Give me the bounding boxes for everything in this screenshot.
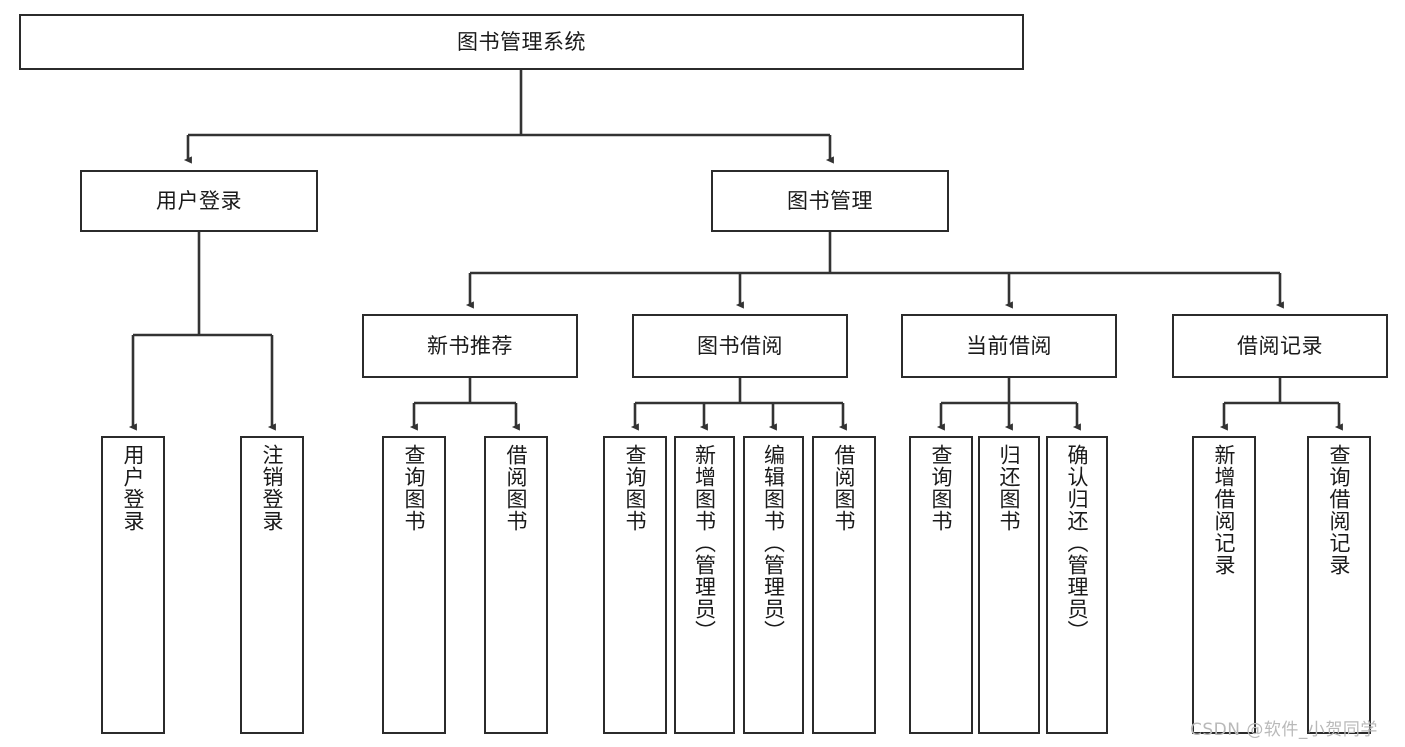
- node-label: 新增借阅记录: [1212, 444, 1237, 576]
- node-label: 新书推荐: [427, 333, 513, 358]
- leaf-borrow-edit-book[interactable]: 编辑图书（管理员）: [743, 436, 804, 734]
- node-label: 图书管理: [787, 188, 873, 213]
- node-label: 用户登录: [121, 444, 146, 532]
- node-book-borrow[interactable]: 图书借阅: [632, 314, 848, 378]
- node-label: 用户登录: [156, 188, 242, 213]
- leaf-current-query-book[interactable]: 查询图书: [909, 436, 973, 734]
- leaf-user-logout[interactable]: 注销登录: [240, 436, 304, 734]
- leaf-record-add[interactable]: 新增借阅记录: [1192, 436, 1256, 734]
- node-label: 确认归还（管理员）: [1065, 444, 1090, 642]
- node-label: 当前借阅: [966, 333, 1052, 358]
- leaf-borrow-query-book[interactable]: 查询图书: [603, 436, 667, 734]
- node-root-book-management-system[interactable]: 图书管理系统: [19, 14, 1024, 70]
- leaf-borrow-add-book[interactable]: 新增图书（管理员）: [674, 436, 735, 734]
- node-label: 借阅图书: [832, 444, 857, 532]
- node-label: 归还图书: [997, 444, 1022, 532]
- node-label: 查询借阅记录: [1327, 444, 1352, 576]
- node-label: 借阅记录: [1237, 333, 1323, 358]
- leaf-user-login-do[interactable]: 用户登录: [101, 436, 165, 734]
- leaf-current-confirm-return[interactable]: 确认归还（管理员）: [1046, 436, 1108, 734]
- node-label: 注销登录: [260, 444, 285, 532]
- leaf-borrow-borrow-book[interactable]: 借阅图书: [812, 436, 876, 734]
- leaf-recommend-query-book[interactable]: 查询图书: [382, 436, 446, 734]
- node-label: 借阅图书: [504, 444, 529, 532]
- leaf-record-query[interactable]: 查询借阅记录: [1307, 436, 1371, 734]
- node-label: 编辑图书（管理员）: [761, 444, 786, 642]
- node-label: 新增图书（管理员）: [692, 444, 717, 642]
- node-new-book-recommend[interactable]: 新书推荐: [362, 314, 578, 378]
- node-book-management[interactable]: 图书管理: [711, 170, 949, 232]
- node-label: 查询图书: [402, 444, 427, 532]
- node-label: 图书借阅: [697, 333, 783, 358]
- csdn-watermark: CSDN @软件_小贺同学: [1190, 720, 1378, 740]
- node-label: 图书管理系统: [457, 29, 586, 54]
- node-label: 查询图书: [929, 444, 954, 532]
- leaf-recommend-borrow-book[interactable]: 借阅图书: [484, 436, 548, 734]
- leaf-current-return-book[interactable]: 归还图书: [978, 436, 1040, 734]
- node-label: 查询图书: [623, 444, 648, 532]
- node-borrow-record[interactable]: 借阅记录: [1172, 314, 1388, 378]
- node-user-login[interactable]: 用户登录: [80, 170, 318, 232]
- node-current-borrow[interactable]: 当前借阅: [901, 314, 1117, 378]
